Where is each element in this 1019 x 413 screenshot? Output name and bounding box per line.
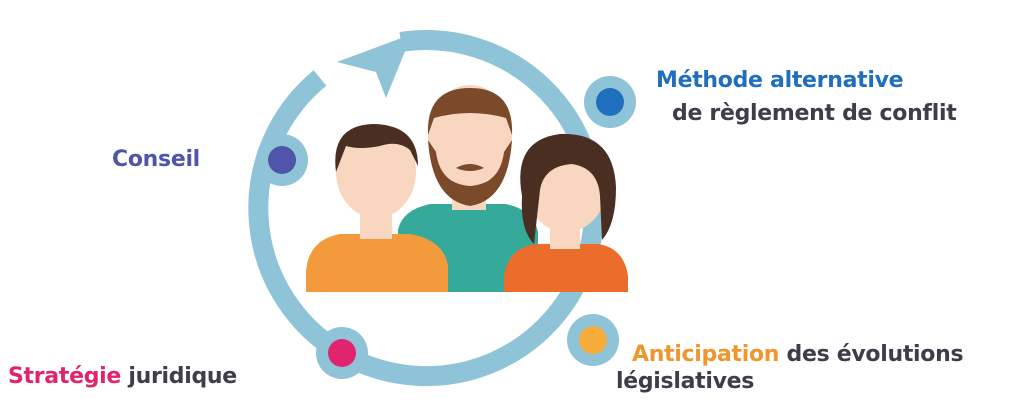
node-conseil — [256, 134, 308, 186]
label-strategie-rest: juridique — [121, 364, 237, 389]
cycle-arrow-icon — [248, 30, 605, 387]
node-methode — [584, 76, 636, 128]
node-strategie — [316, 327, 368, 379]
cycle-arrowhead — [337, 34, 412, 98]
label-anticipation-highlight: Anticipation — [632, 342, 780, 367]
cycle-ring — [248, 30, 605, 387]
label-methode-line1: Méthode alternative — [656, 68, 904, 93]
label-strategie: Stratégie juridique — [8, 363, 237, 390]
node-anticipation — [567, 314, 619, 366]
person-middle — [398, 85, 538, 292]
person-right — [504, 133, 628, 292]
label-anticipation-rest: des évolutions — [779, 342, 964, 367]
label-anticipation-line2: législatives — [616, 369, 755, 394]
label-methode-line2: de règlement de conflit — [672, 101, 957, 126]
label-strategie-highlight: Stratégie — [8, 364, 122, 389]
people-group-icon — [306, 85, 628, 292]
person-left — [306, 124, 448, 292]
label-anticipation-line1: Anticipation des évolutions — [632, 341, 964, 368]
label-conseil: Conseil — [112, 147, 200, 172]
